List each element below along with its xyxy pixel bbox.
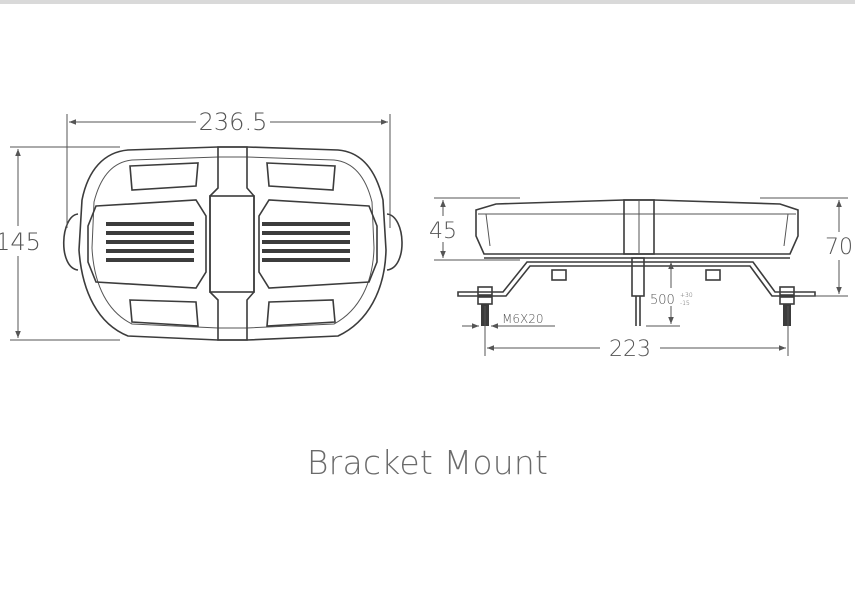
dim-height-70: 70 (760, 197, 853, 297)
dim-label-bolt: M6X20 (502, 312, 543, 326)
dim-label-223: 223 (609, 337, 651, 362)
dim-label-height: 145 (0, 228, 41, 256)
dim-tol-plus: +30 (680, 292, 693, 299)
dim-label-500: 500 (650, 293, 675, 308)
lens-top-left (129, 162, 199, 191)
side-view (457, 199, 816, 326)
top-view (62, 146, 403, 341)
dim-cable-500: 500 +30 -15 (646, 262, 693, 327)
center-spine (209, 146, 255, 341)
dim-height-45: 45 (429, 197, 520, 261)
right-lobe (386, 213, 403, 271)
dim-height-145: 145 (0, 146, 120, 341)
top-housing-outer (78, 146, 387, 341)
lens-bottom-right (266, 299, 336, 327)
dim-width-236: 236.5 (66, 108, 391, 228)
bracket (457, 261, 816, 297)
left-grille (106, 222, 194, 262)
lens-bottom-left (129, 299, 199, 327)
dim-tol-minus: -15 (680, 300, 690, 307)
dim-bolt-m6x20: M6X20 (462, 312, 555, 329)
left-wing-frame (87, 199, 207, 289)
dim-label-45: 45 (429, 219, 457, 244)
nut-left (551, 269, 567, 281)
center-block (209, 195, 255, 293)
left-lobe (62, 213, 79, 271)
right-grille (262, 222, 350, 262)
side-body (475, 199, 799, 255)
nut-right (705, 269, 721, 281)
cable-sleeve (631, 257, 645, 297)
dim-label-width: 236.5 (199, 108, 268, 136)
top-rule (0, 0, 855, 4)
dim-span-223: 223 (484, 306, 789, 362)
bolt-right (779, 286, 795, 326)
top-housing-inner (91, 156, 375, 329)
right-wing-frame (258, 199, 378, 289)
dim-label-70: 70 (825, 235, 853, 260)
caption: Bracket Mount (306, 443, 549, 482)
lens-top-right (266, 162, 336, 191)
